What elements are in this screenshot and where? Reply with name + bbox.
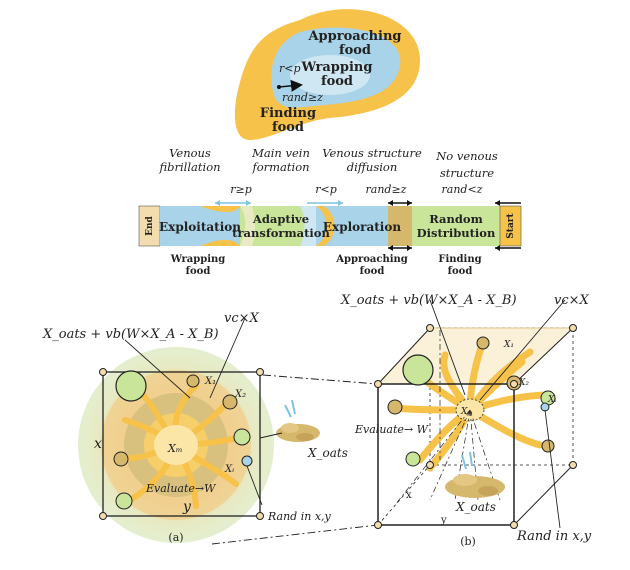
stage-main-vein-2: formation [251, 160, 309, 174]
panel-b-xi: Xᵢ [547, 395, 556, 405]
panel-a-pointer [209, 317, 246, 399]
bar-approaching-food-1: Approaching [335, 254, 408, 265]
panel-a-corners [99, 368, 264, 520]
bar-random-2: Distribution [417, 226, 496, 240]
panel-b [374, 299, 577, 529]
panel-a [78, 317, 379, 545]
bar-exploitation: Exploitation [159, 220, 241, 234]
panel-b-x2: X₂ [518, 378, 529, 388]
panel-a-node [222, 394, 238, 410]
panel-a-pointer [246, 465, 263, 506]
panel-b-x1: X₁ [503, 340, 514, 350]
panel-a-pointer [259, 432, 283, 439]
panel-b-node [541, 439, 555, 453]
panel-b-rand-in: Rand in x,y [516, 529, 592, 544]
finding-food-label-1: Finding [260, 106, 316, 121]
panel-a-y-axis: y [182, 499, 192, 515]
panel-b-pointer [479, 299, 566, 401]
projection-line [262, 374, 379, 385]
panel-a-node [113, 451, 129, 467]
panel-a-evaluate: Evaluate→W [145, 482, 217, 495]
cond-r-ge-p: r≥p [230, 183, 252, 196]
panel-a-x2: X₂ [234, 389, 246, 400]
bar-start-label: Start [506, 212, 516, 238]
bar-wrapping-food-2: food [186, 266, 211, 277]
bar-exploration: Exploration [323, 220, 401, 234]
cond-rand-ge-z: rand≥z [366, 183, 407, 196]
panel-b-vcx: vc×X [554, 293, 590, 308]
bar-adaptive-1: Adaptive [252, 212, 309, 226]
panel-a-rand-in: Rand in x,y [267, 510, 332, 523]
bar-bottom-arrows [388, 245, 521, 251]
panel-a-caption: (a) [168, 531, 183, 544]
panel-b-pointer [544, 409, 561, 529]
top-rand-ge-z: rand≥z [282, 91, 323, 104]
panel-a-pointer [124, 339, 191, 399]
panel-a-xoats: X_oats [307, 446, 348, 460]
bar-approaching-food-2: food [360, 266, 385, 277]
approaching-food-label-2: food [339, 43, 371, 58]
panel-a-node [241, 455, 253, 467]
condition-arrows [215, 200, 521, 206]
panel-a-vcx: vc×X [224, 311, 260, 326]
panel-a-node [186, 374, 200, 388]
panel-b-node [402, 354, 434, 386]
bar-end-label: End [145, 215, 155, 235]
panel-b-caption: (b) [460, 535, 476, 548]
panel-b-formula: X_oats + vb(W×X_A - X_B) [340, 293, 517, 308]
stage-no-venous-1: No venous [435, 149, 498, 163]
panel-a-xm: Xₘ [167, 442, 183, 455]
panel-b-x-axis: x [406, 490, 412, 501]
stage-venous-structure-1: Venous structure [322, 146, 422, 160]
panel-b-xoats: X_oats [455, 500, 496, 514]
stage-venous-fibrillation-2: fibrillation [158, 160, 220, 174]
panel-a-x1: X₁ [204, 376, 216, 387]
cond-r-lt-p: r<p [315, 183, 337, 196]
panel-a-node [115, 492, 133, 510]
panel-b-evaluate: Evaluate→ W [354, 423, 430, 436]
panel-b-xm: Xₘ [460, 407, 473, 417]
food-stage-blob [234, 9, 420, 140]
bar-wrapping-food-1: Wrapping [170, 254, 226, 265]
top-arrow [278, 79, 303, 92]
panel-a-formula: X_oats + vb(W×X_A - X_B) [42, 327, 219, 342]
panel-b-node [476, 336, 490, 350]
bar-random-1: Random [429, 212, 483, 226]
wrapping-food-label-2: food [321, 74, 353, 89]
stage-venous-fibrillation-1: Venous [169, 146, 211, 160]
projection-line [211, 524, 379, 545]
panel-b-node [405, 451, 421, 467]
panel-b-y-axis: y [440, 515, 447, 526]
panel-a-xi: Xᵢ [224, 464, 234, 475]
stage-venous-structure-2: diffusion [347, 160, 398, 174]
process-bar [138, 205, 522, 247]
bar-finding-food-2: food [448, 266, 473, 277]
wrapping-food-label-1: Wrapping [301, 60, 373, 75]
panel-b-oats [445, 451, 505, 498]
panel-b-pointer [429, 299, 466, 396]
panel-a-x-axis: x [94, 436, 102, 452]
stage-main-vein-1: Main vein [251, 146, 310, 160]
approaching-food-label-1: Approaching [307, 29, 401, 44]
panel-a-node [233, 428, 251, 446]
cond-rand-lt-z: rand<z [442, 183, 483, 196]
panel-a-node [115, 370, 147, 402]
panel-b-node [387, 399, 403, 415]
finding-food-label-2: food [272, 120, 304, 135]
stage-no-venous-2: structure [440, 166, 494, 180]
panel-b-corners [374, 324, 577, 529]
panel-a-oats [276, 399, 320, 442]
bar-finding-food-1: Finding [438, 254, 481, 265]
top-r-lt-p: r<p [279, 62, 301, 75]
bar-adaptive-2: transformation [232, 226, 330, 240]
